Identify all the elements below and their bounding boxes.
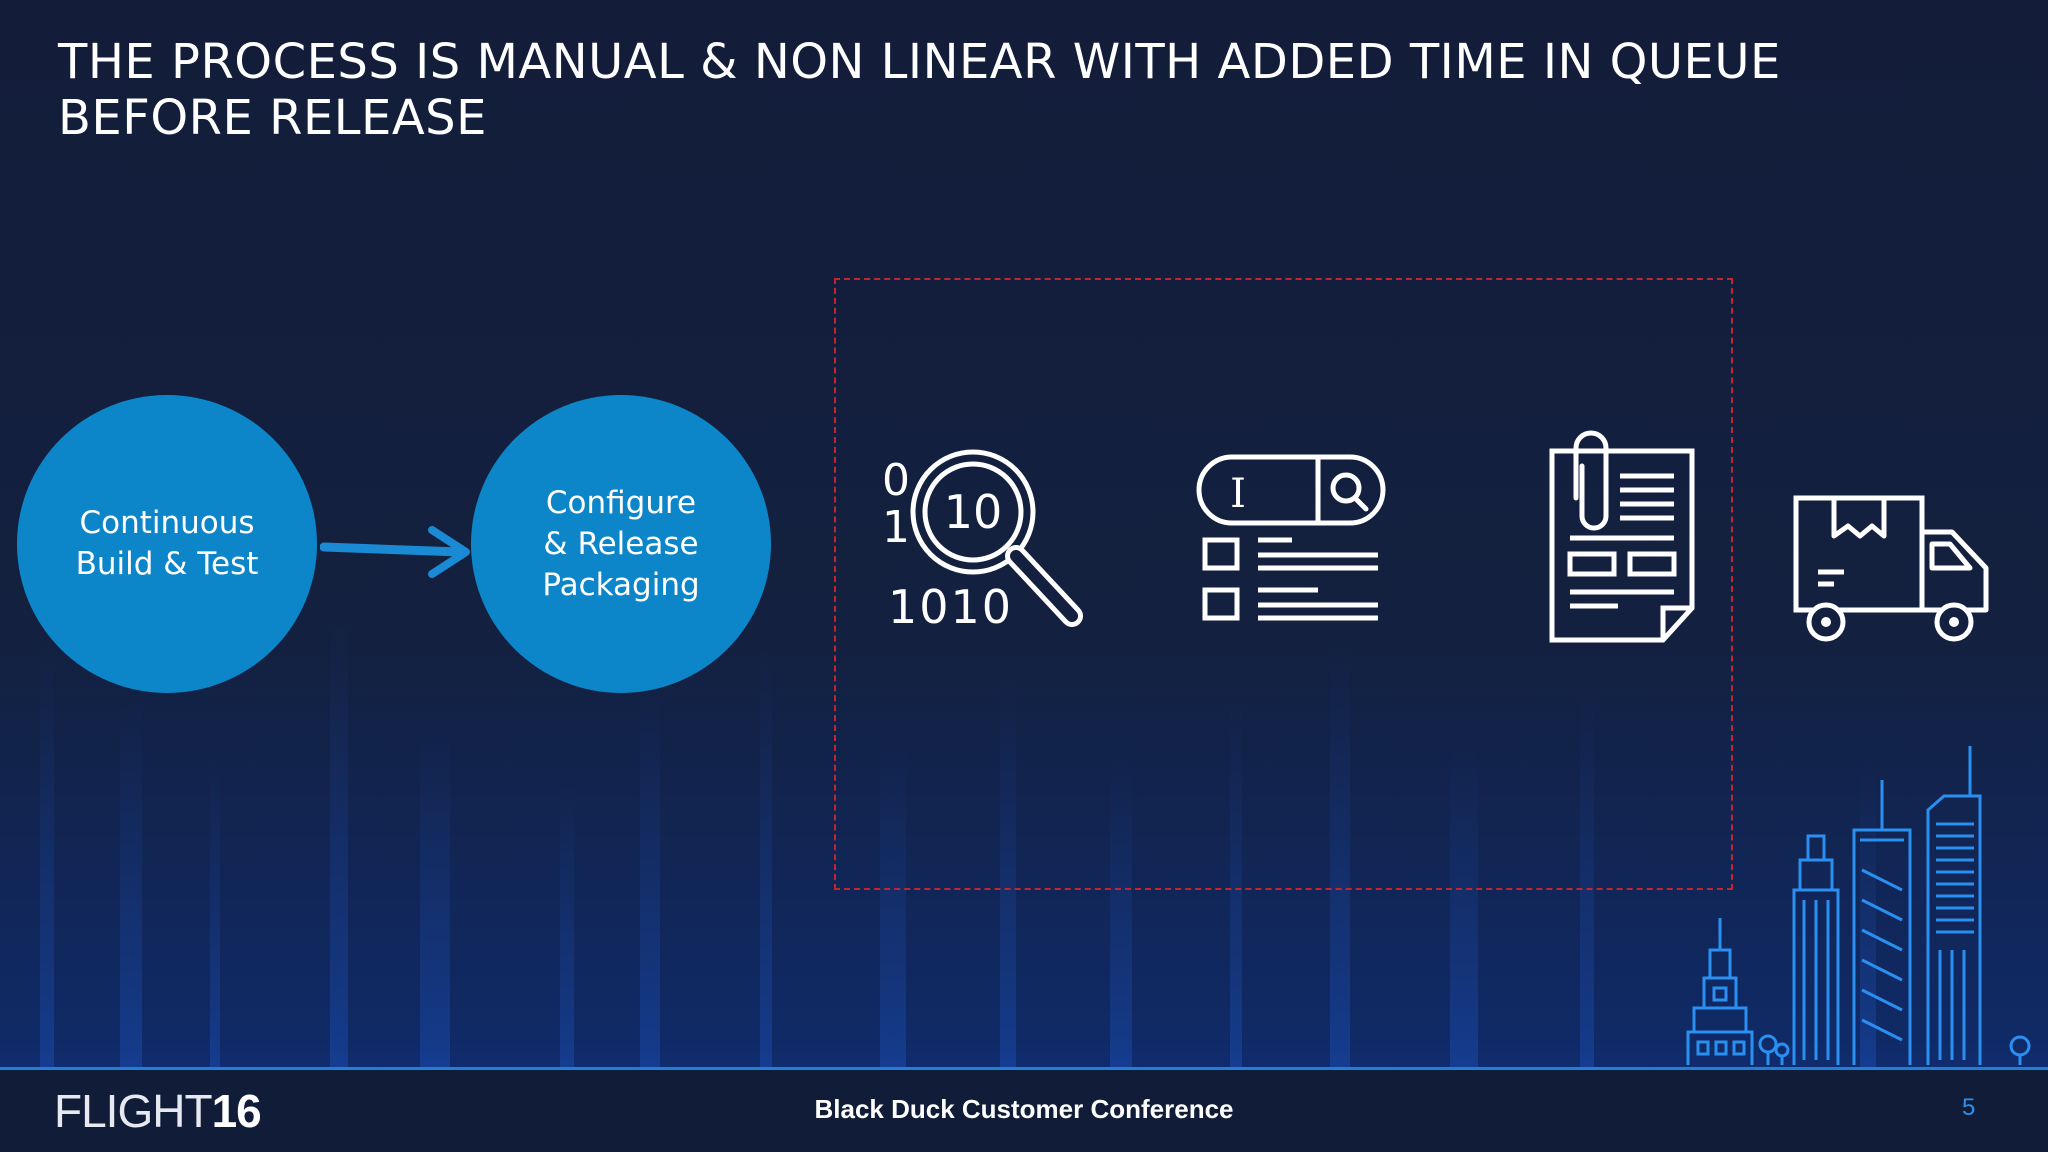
- manual-steps-dashed-box: [834, 278, 1733, 890]
- configure-release-packaging-step: Configure & Release Packaging: [471, 395, 771, 693]
- svg-text:10: 10: [944, 485, 1003, 539]
- conference-name: Black Duck Customer Conference: [814, 1094, 1234, 1124]
- background-light-bars: [40, 600, 1876, 1070]
- step-label: & Release: [543, 525, 699, 562]
- continuous-build-test-step: Continuous Build & Test: [17, 395, 317, 693]
- step-label: Packaging: [542, 566, 700, 603]
- svg-text:I: I: [1230, 471, 1246, 517]
- footer-divider: [0, 1067, 2048, 1070]
- step-label: Configure: [545, 484, 697, 521]
- binary-search-icon: 0 1 1010 10: [882, 449, 1083, 634]
- delivery-truck-icon: [1793, 495, 1989, 642]
- clipboard-document-icon: [1549, 430, 1695, 643]
- city-skyline-illustration: [1686, 746, 2031, 1065]
- step-label: Continuous: [79, 505, 255, 541]
- svg-text:1: 1: [882, 502, 910, 553]
- slide-title: THE PROCESS IS MANUAL & NON LINEAR WITH …: [58, 34, 1781, 146]
- svg-text:0: 0: [882, 455, 910, 506]
- step-label: Build & Test: [75, 546, 259, 582]
- flow-arrow-icon: [320, 526, 470, 578]
- form-checklist-icon: I: [1196, 454, 1386, 621]
- flight16-logo: FLIGHT16: [54, 1085, 262, 1137]
- svg-text:1010: 1010: [888, 580, 1013, 634]
- page-number: 5: [1962, 1094, 1976, 1121]
- footer-bar: [0, 1070, 2048, 1152]
